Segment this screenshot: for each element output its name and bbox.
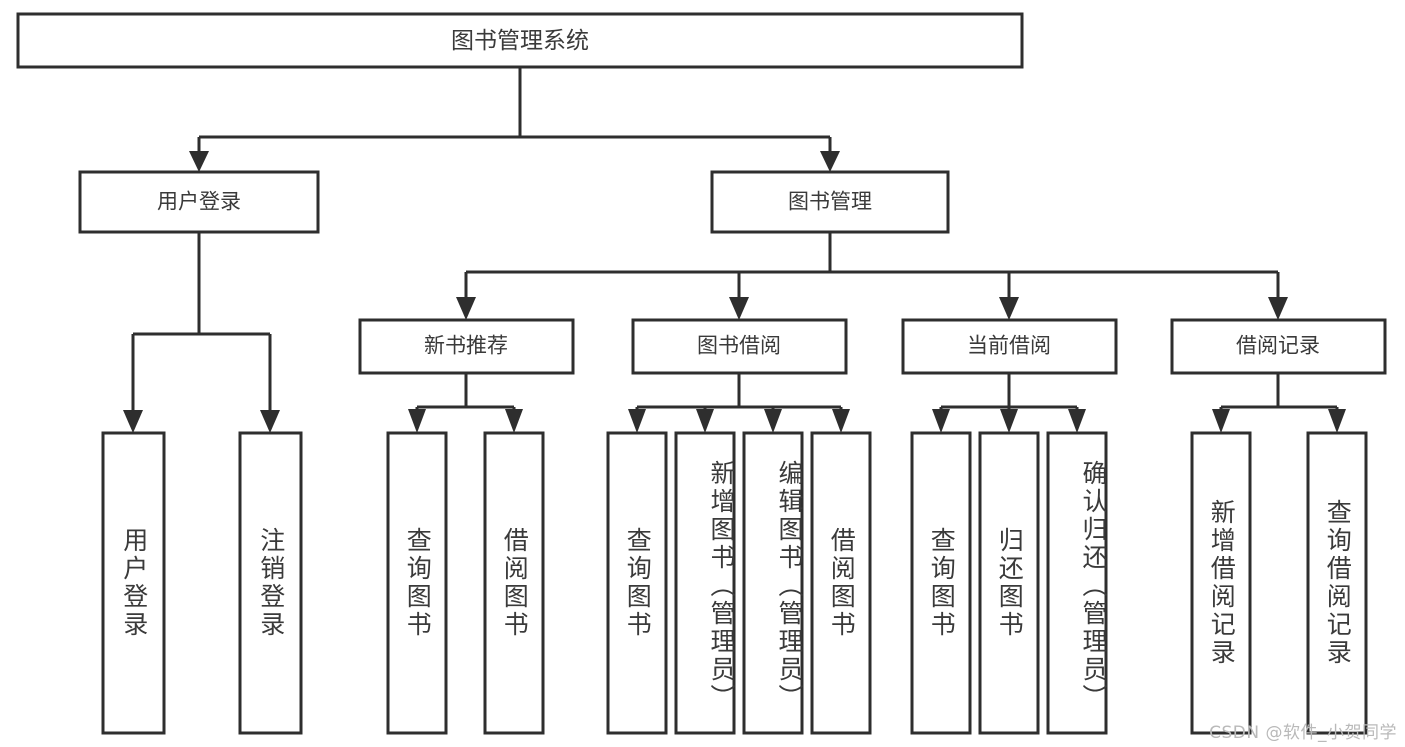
node-boxes bbox=[16, 12, 1387, 735]
node-box-leaf-add-record[interactable] bbox=[1190, 431, 1252, 735]
node-box-leaf-logout[interactable] bbox=[238, 431, 303, 735]
label-book-management: 图书管理 bbox=[788, 191, 872, 214]
node-box-leaf-add-book[interactable] bbox=[674, 431, 736, 735]
label-current-borrow: 当前借阅 bbox=[967, 335, 1051, 358]
node-box-borrow-record[interactable] bbox=[1170, 318, 1387, 375]
node-box-leaf-query-book-1[interactable] bbox=[386, 431, 448, 735]
arrow-head-borrow-record bbox=[1268, 297, 1288, 320]
node-labels-horizontal: 图书管理系统 用户登录 图书管理 新书推荐 图书借阅 当前借阅 借阅记录 bbox=[157, 27, 1320, 357]
node-box-book-borrow[interactable] bbox=[631, 318, 848, 375]
node-box-leaf-user-login[interactable] bbox=[101, 431, 166, 735]
arrow-head-leaf-add-record bbox=[1212, 409, 1230, 433]
arrow-head-leaf-query-book-1 bbox=[408, 409, 426, 433]
connector-group-new-book-recommend bbox=[408, 373, 523, 433]
arrow-head-new-book-recommend bbox=[456, 297, 476, 320]
arrow-head-user-login bbox=[189, 151, 209, 172]
node-box-book-management[interactable] bbox=[710, 170, 950, 234]
arrow-head-leaf-confirm-return bbox=[1068, 409, 1086, 433]
connector-group-user-login bbox=[123, 232, 280, 433]
node-box-new-book-recommend[interactable] bbox=[358, 318, 575, 375]
node-box-leaf-return-book[interactable] bbox=[978, 431, 1040, 735]
watermark-text: CSDN @软件_小贺同学 bbox=[1209, 723, 1397, 743]
label-root: 图书管理系统 bbox=[451, 27, 589, 53]
node-box-leaf-query-book-3[interactable] bbox=[910, 431, 972, 735]
arrow-head-leaf-query-book-3 bbox=[932, 409, 950, 433]
node-box-current-borrow[interactable] bbox=[901, 318, 1118, 375]
node-box-leaf-edit-book[interactable] bbox=[742, 431, 804, 735]
label-book-borrow: 图书借阅 bbox=[697, 335, 781, 358]
node-box-leaf-query-book-2[interactable] bbox=[606, 431, 668, 735]
node-box-leaf-borrow-book-2[interactable] bbox=[810, 431, 872, 735]
node-box-leaf-query-record[interactable] bbox=[1306, 431, 1368, 735]
arrow-head-leaf-return-book bbox=[1000, 409, 1018, 433]
arrow-head-leaf-edit-book bbox=[764, 409, 782, 433]
connector-group-book-borrow bbox=[628, 373, 850, 433]
arrow-head-leaf-logout bbox=[260, 410, 280, 433]
connector-group-borrow-record bbox=[1212, 373, 1346, 433]
node-box-root[interactable] bbox=[16, 12, 1024, 69]
arrow-head-current-borrow bbox=[999, 297, 1019, 320]
arrow-head-leaf-query-book-2 bbox=[628, 409, 646, 433]
connector-group-root bbox=[189, 67, 840, 172]
label-borrow-record: 借阅记录 bbox=[1236, 335, 1320, 358]
arrow-head-leaf-borrow-book-1 bbox=[505, 409, 523, 433]
arrow-head-leaf-query-record bbox=[1328, 409, 1346, 433]
label-new-book-recommend: 新书推荐 bbox=[424, 335, 508, 358]
label-user-login: 用户登录 bbox=[157, 191, 241, 214]
node-box-user-login[interactable] bbox=[78, 170, 320, 234]
arrow-head-leaf-user-login bbox=[123, 410, 143, 433]
arrow-head-leaf-add-book bbox=[696, 409, 714, 433]
connector-group-current-borrow bbox=[932, 373, 1086, 433]
arrow-head-leaf-borrow-book-2 bbox=[832, 409, 850, 433]
arrow-head-book-borrow bbox=[729, 297, 749, 320]
node-box-leaf-confirm-return[interactable] bbox=[1046, 431, 1108, 735]
node-box-leaf-borrow-book-1[interactable] bbox=[483, 431, 545, 735]
arrow-head-book-management bbox=[820, 151, 840, 172]
connector-group-book-management bbox=[456, 232, 1288, 320]
